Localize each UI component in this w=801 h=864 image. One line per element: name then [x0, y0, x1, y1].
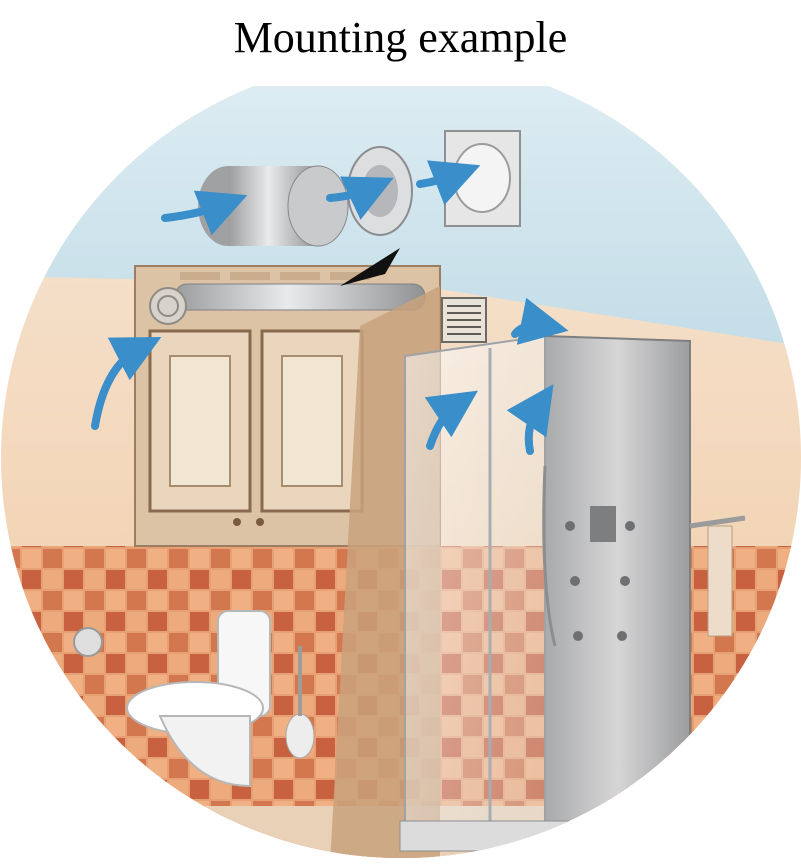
vent-grille-icon — [441, 297, 487, 343]
page-title: Mounting example — [233, 13, 568, 62]
bathroom-ventilation-illustration — [1, 86, 801, 858]
airflow-arrow-icon — [91, 160, 569, 455]
shower-cabin-icon — [399, 334, 746, 858]
toilet-icon — [73, 610, 315, 788]
